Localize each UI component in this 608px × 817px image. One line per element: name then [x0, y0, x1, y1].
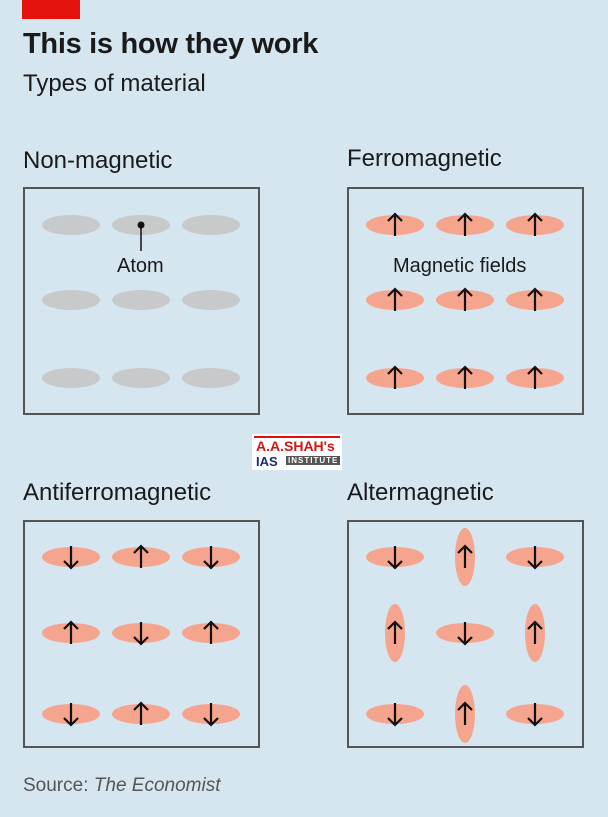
arrow-down-icon	[133, 622, 149, 646]
arrow-up-icon	[457, 212, 473, 236]
panel-ferromagnetic: Magnetic fields	[347, 187, 584, 415]
arrow-down-icon	[527, 546, 543, 570]
panel-title-altermagnetic: Altermagnetic	[347, 479, 494, 506]
arrow-up-icon	[457, 701, 473, 725]
arrow-up-icon	[457, 287, 473, 311]
atom	[42, 215, 100, 235]
arrow-up-icon	[527, 212, 543, 236]
atom-pointer-dot	[137, 221, 145, 229]
arrow-down-icon	[387, 546, 403, 570]
arrow-up-icon	[133, 544, 149, 568]
page-title: This is how they work	[23, 28, 319, 60]
panel-diagram	[42, 544, 240, 727]
arrow-up-icon	[387, 365, 403, 389]
arrow-up-icon	[203, 620, 219, 644]
arrow-up-icon	[133, 701, 149, 725]
atom	[42, 290, 100, 310]
logo-stripe	[254, 436, 340, 438]
page-subtitle: Types of material	[23, 70, 206, 97]
panel-title-non-magnetic: Non-magnetic	[23, 147, 173, 174]
arrow-up-icon	[387, 287, 403, 311]
arrow-down-icon	[63, 546, 79, 570]
brand-red-bar	[22, 0, 80, 19]
panel-title-ferromagnetic: Ferromagnetic	[347, 145, 502, 172]
atom	[42, 368, 100, 388]
logo-line2: IAS	[256, 454, 278, 469]
panel-diagram	[366, 212, 564, 389]
atom	[112, 368, 170, 388]
panel-altermagnetic	[347, 520, 584, 748]
arrow-down-icon	[203, 703, 219, 727]
atom	[182, 368, 240, 388]
panel-non-magnetic: Atom	[23, 187, 260, 415]
arrow-up-icon	[63, 620, 79, 644]
atom	[182, 290, 240, 310]
arrow-down-icon	[457, 622, 473, 646]
source-note: Source: The Economist	[23, 775, 221, 797]
panel-antiferromagnetic	[23, 520, 260, 748]
arrow-up-icon	[387, 620, 403, 644]
arrow-up-icon	[527, 287, 543, 311]
source-name: The Economist	[93, 775, 221, 796]
logo-line1: A.A.SHAH's	[256, 438, 335, 454]
institute-logo: A.A.SHAH's IAS INSTITUTE	[252, 434, 342, 470]
arrow-down-icon	[387, 703, 403, 727]
panel-title-antiferromagnetic: Antiferromagnetic	[23, 479, 212, 506]
arrow-up-icon	[457, 544, 473, 568]
arrow-down-icon	[203, 546, 219, 570]
arrow-up-icon	[527, 365, 543, 389]
magnetic-fields-label: Magnetic fields	[393, 255, 527, 277]
arrow-up-icon	[387, 212, 403, 236]
atom	[182, 215, 240, 235]
logo-line3: INSTITUTE	[286, 456, 341, 465]
panel-diagram	[366, 528, 564, 743]
atom-label: Atom	[117, 255, 164, 277]
arrow-down-icon	[527, 703, 543, 727]
arrow-up-icon	[527, 620, 543, 644]
source-prefix: Source:	[23, 775, 94, 796]
arrow-down-icon	[63, 703, 79, 727]
atom	[112, 290, 170, 310]
panel-diagram	[42, 215, 240, 388]
arrow-up-icon	[457, 365, 473, 389]
